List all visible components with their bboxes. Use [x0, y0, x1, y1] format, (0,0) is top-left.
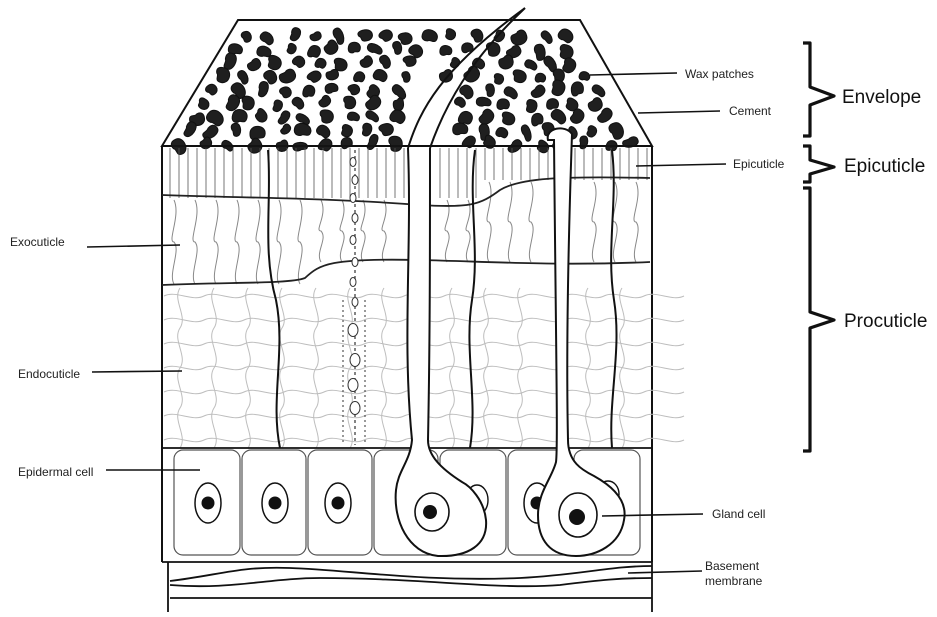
pore-canal-line — [611, 150, 616, 448]
wax-blob — [341, 137, 352, 149]
bracket-procuticle: Procuticle — [803, 188, 927, 451]
label-endocuticle-group: Endocuticle — [18, 367, 182, 381]
label-wax-patches: Wax patches — [685, 67, 754, 81]
basement-membrane — [162, 562, 652, 612]
pore-canal-bead — [350, 158, 356, 167]
pore-canal-bead — [352, 214, 358, 223]
pore-canal-bead — [350, 194, 356, 203]
bracket-label-epicuticle: Epicuticle — [844, 156, 925, 177]
bracket-label-procuticle: Procuticle — [844, 311, 927, 332]
pore-canal-bead — [352, 258, 358, 267]
pore-canal-bead — [348, 324, 358, 337]
pore-canal-bead — [350, 278, 356, 287]
label-basement-line2: membrane — [705, 574, 763, 588]
bracket-label-envelope: Envelope — [842, 87, 921, 108]
label-epicuticle-group: Epicuticle — [636, 157, 785, 171]
label-gland-cell: Gland cell — [712, 507, 765, 521]
pore-canal-bead — [348, 379, 358, 392]
nucleus-dot — [202, 497, 215, 510]
label-epidermal-cell: Epidermal cell — [18, 465, 93, 479]
wax-blob — [388, 136, 403, 152]
pore-canal-bead — [350, 236, 356, 245]
pore-canal-bead — [352, 176, 358, 185]
nucleus-gland-right — [569, 509, 585, 525]
label-exocuticle-group: Exocuticle — [10, 235, 180, 249]
label-epidermal-cell-group: Epidermal cell — [18, 465, 200, 479]
label-endocuticle: Endocuticle — [18, 367, 80, 381]
pore-canal — [343, 150, 365, 445]
pore-canal-bead — [350, 402, 360, 415]
pore-canal-bead — [350, 354, 360, 367]
bracket-epicuticle: Epicuticle — [803, 146, 925, 182]
pore-canal-line — [469, 150, 475, 448]
epicuticle-boundary — [162, 177, 650, 206]
label-cement: Cement — [729, 104, 772, 118]
nucleus-dot — [269, 497, 282, 510]
label-exocuticle: Exocuticle — [10, 235, 65, 249]
label-cement-group: Cement — [638, 104, 772, 118]
pore-canal-bead — [352, 298, 358, 307]
bracket-envelope: Envelope — [803, 43, 921, 136]
label-epicuticle: Epicuticle — [733, 157, 785, 171]
label-basement-membrane-group: Basement membrane — [628, 559, 763, 588]
nucleus-gland-left — [423, 505, 437, 519]
envelope-layer — [162, 20, 652, 157]
nucleus-dot — [332, 497, 345, 510]
label-basement-line1: Basement — [705, 559, 760, 573]
